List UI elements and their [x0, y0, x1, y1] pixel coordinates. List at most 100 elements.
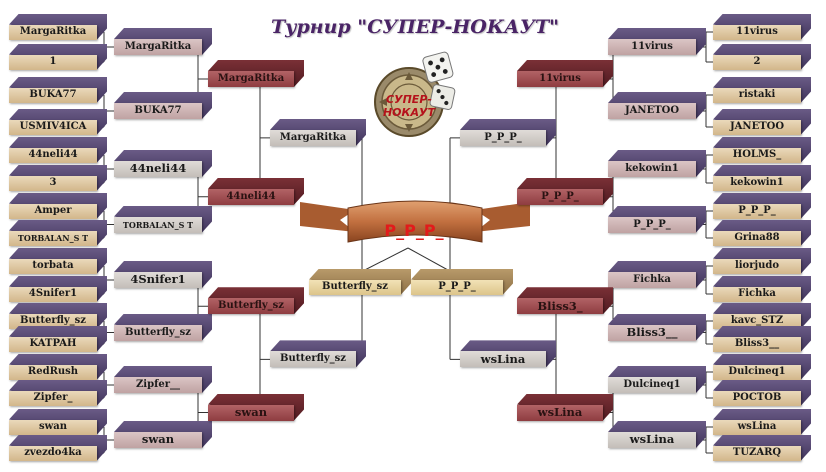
player-box-right-r2: wsLina — [608, 421, 706, 448]
player-name: 4Snifer1 — [9, 286, 97, 302]
player-name: swan — [114, 432, 202, 448]
player-name: Bliss3__ — [608, 324, 696, 341]
player-box-left-r2: Zipfer__ — [114, 366, 212, 393]
player-name: BUKA77 — [9, 87, 97, 103]
player-name: TORBALAN_S T — [9, 230, 97, 246]
player-name: Fichka — [713, 286, 801, 302]
player-name: 11virus — [713, 24, 801, 40]
player-name: BUKA77 — [114, 103, 202, 119]
player-box-left-r2: swan — [114, 421, 212, 448]
player-box-right-r1: POCTOB — [713, 380, 811, 406]
player-name: 11virus — [517, 71, 603, 87]
player-box-right-r3: wsLina — [517, 394, 613, 421]
player-box-left-r4: MargaRitka — [270, 119, 366, 146]
player-box-right-r1: Grina88 — [713, 220, 811, 246]
player-name: MargaRitka — [208, 71, 294, 87]
player-box-left-r2: BUKA77 — [114, 92, 212, 119]
player-box-right-r1: Dulcineq1 — [713, 354, 811, 380]
player-name: KATPAH — [9, 336, 97, 352]
player-name: MargaRitka — [114, 39, 202, 55]
player-box-right-r1: Fichka — [713, 276, 811, 302]
player-name: Butterfly_sz — [309, 279, 401, 295]
player-name: RedRush — [9, 364, 97, 380]
player-box-right-r1: 11virus — [713, 14, 811, 40]
player-box-left-r2: Butterfly_sz — [114, 314, 212, 341]
player-box-left-r1: KATPAH — [9, 326, 107, 352]
finalist-box-right: P_P_P_ — [411, 269, 513, 295]
player-box-right-r4: P_P_P_ — [460, 119, 556, 146]
player-name: kekowin1 — [713, 175, 801, 191]
player-box-right-r1: HOLMS_ — [713, 137, 811, 163]
player-box-right-r2: Fichka — [608, 261, 706, 288]
player-name: ristaki — [713, 87, 801, 103]
player-name: Zipfer_ — [9, 390, 97, 406]
player-name: JANETOO — [713, 119, 801, 135]
player-name: Bliss3__ — [713, 336, 801, 352]
player-box-left-r1: swan — [9, 409, 107, 435]
player-box-left-r1: RedRush — [9, 354, 107, 380]
player-name: 44neli44 — [208, 188, 294, 205]
player-name: 1 — [9, 54, 97, 70]
player-box-right-r1: 2 — [713, 44, 811, 70]
player-name: Fichka — [608, 272, 696, 288]
player-name: Dulcineq1 — [713, 364, 801, 380]
player-name: 4Snifer1 — [114, 272, 202, 288]
player-box-left-r1: zvezdo4ka — [9, 435, 107, 461]
player-name: Zipfer__ — [114, 377, 202, 393]
player-name: P_P_P_ — [460, 129, 546, 146]
player-name: Butterfly_sz — [9, 313, 97, 329]
player-box-left-r1: 4Snifer1 — [9, 276, 107, 302]
tournament-logo: СУПЕР-НОКАУТ — [366, 50, 462, 160]
finalist-box-left: Butterfly_sz — [309, 269, 411, 295]
player-box-left-r1: BUKA77 — [9, 77, 107, 103]
tournament-winner: P_P_P_ — [384, 221, 444, 240]
logo-text: СУПЕР-НОКАУТ — [382, 93, 436, 119]
player-name: P_P_P_ — [608, 216, 696, 233]
player-box-right-r1: TUZARQ — [713, 435, 811, 461]
player-box-left-r1: MargaRitka — [9, 14, 107, 40]
player-name: wsLina — [713, 419, 801, 435]
player-box-left-r1: torbata — [9, 248, 107, 274]
player-box-left-r1: 44neli44 — [9, 137, 107, 163]
player-box-left-r1: Amper — [9, 193, 107, 219]
player-box-left-r2: TORBALAN_S T — [114, 206, 212, 233]
player-name: wsLina — [517, 404, 603, 421]
player-name: HOLMS_ — [713, 147, 801, 163]
player-name: TUZARQ — [713, 445, 801, 461]
player-box-right-r1: wsLina — [713, 409, 811, 435]
player-name: MargaRitka — [9, 24, 97, 40]
player-name: P_P_P_ — [517, 188, 603, 205]
winner-ribbon — [300, 200, 530, 243]
player-name: Grina88 — [713, 230, 801, 246]
player-box-left-r3: 44neli44 — [208, 178, 304, 205]
player-name: 3 — [9, 175, 97, 191]
player-box-right-r3: Bliss3_ — [517, 287, 613, 315]
player-name: Dulcineq1 — [608, 377, 696, 393]
player-name: Butterfly_sz — [114, 324, 202, 341]
player-name: Butterfly_sz — [270, 351, 356, 368]
player-name: liorjudo — [713, 258, 801, 274]
player-box-left-r3: Butterfly_sz — [208, 287, 304, 315]
player-name: 44neli44 — [9, 147, 97, 163]
player-box-left-r1: USMIV4ICA — [9, 109, 107, 135]
player-name: zvezdo4ka — [9, 445, 97, 461]
player-name: 11virus — [608, 39, 696, 55]
player-box-left-r1: Butterfly_sz — [9, 303, 107, 329]
player-box-right-r2: P_P_P_ — [608, 206, 706, 233]
player-box-left-r3: MargaRitka — [208, 60, 304, 87]
player-box-right-r1: JANETOO — [713, 109, 811, 135]
player-box-left-r4: Butterfly_sz — [270, 340, 366, 368]
player-box-left-r2: 44neli44 — [114, 150, 212, 177]
player-name: kavc_STZ — [713, 313, 801, 329]
player-box-right-r3: P_P_P_ — [517, 178, 613, 205]
player-name: Butterfly_sz — [208, 298, 294, 315]
player-name: Amper — [9, 203, 97, 219]
player-name: swan — [208, 404, 294, 421]
player-name: kekowin1 — [608, 161, 696, 177]
player-box-left-r1: Zipfer_ — [9, 380, 107, 406]
page-title: Турнир "СУПЕР-НОКАУТ" — [270, 16, 560, 38]
player-box-left-r1: 3 — [9, 165, 107, 191]
player-box-left-r2: 4Snifer1 — [114, 261, 212, 288]
player-box-right-r1: Bliss3__ — [713, 326, 811, 352]
